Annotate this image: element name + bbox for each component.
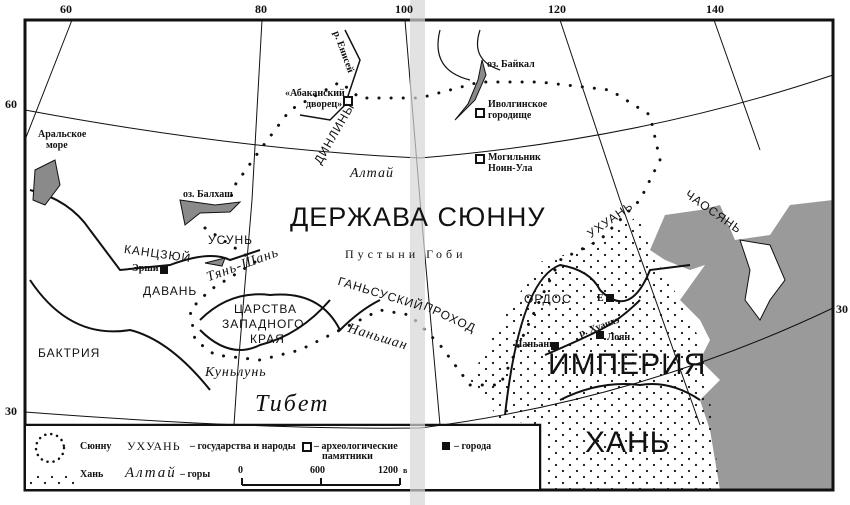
han-region [470, 215, 720, 490]
bactria-label: БАКТРИЯ [38, 346, 101, 360]
archaeological-site-marker [475, 154, 485, 164]
empire-label: ИМПЕРИЯ [548, 348, 707, 381]
lake-issyk-kul [204, 257, 226, 267]
aral-label-2: море [46, 140, 68, 151]
gobi-label: Пустыни Гоби [345, 247, 467, 261]
lon-label: 60 [60, 2, 72, 16]
legend-states-text: – государства и народы [190, 441, 296, 452]
lat-label: 30 [5, 404, 17, 418]
sea [650, 200, 833, 490]
western-regions-label-3: КРАЯ [250, 332, 285, 346]
xiongnu-state-label: ДЕРЖАВА СЮННУ [290, 202, 546, 232]
scale-1200: 1200 [378, 465, 398, 476]
book-gutter [410, 0, 425, 505]
han-label: ХАНЬ [585, 426, 671, 459]
tibet-label: Тибет [255, 391, 330, 417]
changan-label: Чаньань [515, 339, 555, 350]
lake-balkhash [179, 199, 242, 226]
city-marker [551, 342, 559, 350]
aral-label: Аральское [38, 129, 87, 140]
city-marker [596, 331, 604, 339]
western-regions-label-2: ЗАПАДНОГО [222, 317, 305, 331]
legend-mountains-example: Алтай [125, 465, 177, 481]
city-marker [160, 266, 168, 274]
legend-city-marker [442, 442, 450, 450]
scale-0: 0 [238, 465, 243, 476]
abakan-label-2: дворец» [306, 99, 343, 110]
altai-label: Алтай [350, 166, 394, 181]
lon-label: 80 [255, 2, 267, 16]
legend-states-example: УХУАНЬ [127, 439, 181, 453]
luoyang-label: Лоян [607, 332, 631, 343]
noin-label-2: Ноин-Ула [488, 163, 533, 174]
scale-unit: в [403, 466, 408, 475]
lat-label: 30 [836, 302, 848, 316]
aral-sea [32, 159, 61, 206]
lat-label: 60 [5, 97, 17, 111]
archaeological-site-marker [343, 96, 353, 106]
korea-peninsula [739, 239, 786, 321]
legend-cities-text: – города [454, 441, 492, 452]
ordos-label: ОРДОС [524, 292, 572, 306]
ershi-label: Эрши [132, 263, 159, 274]
ivolga-label: Иволгинское [488, 99, 548, 110]
lon-label: 100 [395, 2, 413, 16]
dayuan-label: ДАВАНЬ [143, 284, 198, 298]
western-regions-label: ЦАРСТВА [234, 302, 297, 316]
e-label: Е [597, 293, 604, 304]
baikal-label: оз. Байкал [487, 59, 535, 70]
lake-baikal [454, 59, 487, 121]
legend-xiongnu: Сюнну [80, 441, 112, 452]
noin-label: Могильник [488, 152, 541, 163]
ivolga-label-2: городище [488, 110, 532, 121]
abakan-label: «Абаканский [285, 88, 345, 99]
legend-han: Хань [80, 469, 104, 480]
legend-archaeo-text: – археологические [314, 441, 398, 452]
legend-archaeo-text-2: памятники [322, 451, 373, 462]
wusun-label: УСУНЬ [208, 233, 254, 247]
legend-archaeo-marker [302, 442, 312, 452]
city-marker [606, 294, 614, 302]
lon-label: 120 [548, 2, 566, 16]
kunlun-label: Куньлунь [205, 365, 267, 380]
balkhash-label: оз. Балхаш [183, 189, 233, 200]
lon-label: 140 [706, 2, 724, 16]
archaeological-site-marker [475, 108, 485, 118]
scale-600: 600 [310, 465, 325, 476]
legend-mountains-text: – горы [180, 469, 211, 480]
